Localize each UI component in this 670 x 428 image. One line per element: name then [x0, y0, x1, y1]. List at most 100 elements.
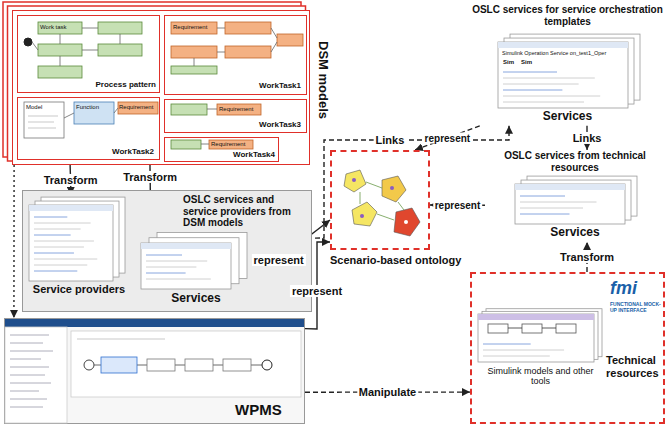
mini-box	[171, 104, 207, 115]
connector-arrow	[415, 126, 480, 150]
panel-caption: Services	[485, 226, 665, 240]
edge-label: Transform	[42, 174, 100, 186]
mini-line	[10, 399, 47, 400]
mini-circle	[390, 186, 394, 190]
worktask-panel: WorkTask2FunctionModelRequirement	[17, 97, 160, 160]
mini-box	[488, 324, 508, 333]
annotation: Requirement	[173, 24, 207, 31]
oslc-dsm-panel: OSLC services and service providers from…	[22, 190, 312, 312]
mini-circle	[360, 214, 364, 218]
panel-caption: Technical resources	[606, 354, 664, 379]
edge-label: Links	[571, 132, 604, 144]
panel-caption: Process pattern	[76, 80, 156, 89]
dsm-models-page: DSM modelsProcess patternWork taskWorkTa…	[12, 10, 310, 165]
mini-box	[5, 319, 304, 327]
mini-box	[98, 44, 142, 56]
mini-box	[171, 22, 217, 34]
mini-box	[38, 44, 82, 56]
panel-caption: Scenario-based ontology	[330, 254, 461, 267]
mini-line	[520, 208, 583, 209]
annotation: Requirement	[119, 104, 153, 111]
mini-line	[114, 108, 118, 113]
mini-line	[503, 84, 579, 85]
mini-line	[32, 42, 38, 50]
mini-line	[64, 113, 74, 118]
mini-box	[141, 243, 231, 249]
ontology-shape	[352, 202, 377, 226]
edge-label: Transform	[121, 171, 179, 183]
mini-line	[34, 217, 67, 218]
mini-line	[503, 102, 584, 103]
mini-line	[10, 375, 45, 376]
mini-line	[28, 122, 54, 123]
annotation: Requirement	[219, 106, 253, 113]
edge-label: Links	[374, 134, 407, 146]
mini-line	[10, 343, 43, 344]
stacked-page	[8, 6, 306, 161]
mini-box	[498, 42, 628, 48]
mini-circle	[24, 38, 32, 46]
mini-circle	[352, 178, 356, 182]
ontology-shape	[382, 176, 406, 202]
mini-line	[366, 182, 382, 188]
mini-circle	[262, 360, 272, 370]
mini-line	[146, 279, 211, 280]
mini-box	[147, 359, 175, 371]
mini-line	[120, 34, 121, 44]
mini-line	[217, 28, 225, 29]
mini-line	[34, 235, 71, 236]
mini-line	[10, 391, 39, 392]
mini-line	[520, 202, 597, 203]
mini-line	[34, 259, 97, 260]
panel-caption: Simulink models and other tools	[482, 366, 599, 387]
annotation: Requirement	[211, 141, 245, 148]
mini-line	[34, 271, 77, 272]
mini-line	[271, 28, 277, 38]
mini-box	[515, 184, 625, 190]
mini-box	[171, 46, 217, 58]
mini-line	[483, 350, 564, 351]
service-providers-stack: Service providers	[29, 195, 129, 309]
mini-line	[34, 253, 74, 254]
mini-line	[34, 247, 84, 248]
edge-label: represent	[423, 132, 473, 143]
mini-box	[225, 46, 271, 58]
mini-line	[10, 407, 43, 408]
mini-line	[137, 365, 147, 366]
worktask-panel: WorkTask3 Requirement	[164, 99, 307, 133]
mini-line	[60, 56, 61, 66]
annotation: FUNCTIONAL MOCK-UP INTERFACE	[610, 302, 664, 314]
mini-box	[478, 314, 594, 362]
mini-line	[82, 50, 98, 51]
mini-line	[503, 96, 600, 97]
mini-line	[217, 52, 225, 53]
panel-title: DSM models	[315, 41, 330, 119]
panel-caption: WorkTask4	[199, 150, 275, 159]
mini-circle	[404, 220, 408, 224]
mini-line	[10, 383, 51, 384]
mini-box	[118, 102, 158, 114]
mini-line	[175, 365, 185, 366]
mini-box	[141, 243, 231, 289]
ontology-box: Scenario-based ontology	[330, 150, 430, 250]
panel-caption: WorkTask3	[223, 120, 301, 129]
mini-line	[483, 356, 550, 357]
mini-line	[34, 265, 87, 266]
mini-line	[201, 144, 209, 145]
wpms-screenshot: WPMS	[4, 318, 305, 424]
mini-box	[515, 184, 625, 224]
mini-line	[503, 90, 562, 91]
mini-box	[498, 42, 628, 108]
mini-line	[34, 229, 81, 230]
mini-line	[10, 335, 49, 336]
annotation: Function	[76, 104, 99, 111]
oslc-services-panel: OSLC services for service orchestration …	[470, 4, 665, 126]
annotation: Sim	[503, 59, 514, 66]
mini-line	[77, 339, 165, 340]
mini-box	[277, 34, 303, 46]
mini-line	[10, 359, 41, 360]
ontology-shape	[394, 208, 420, 236]
connector-arrow	[13, 165, 15, 318]
worktask-panel: WorkTask4 Requirement	[164, 137, 279, 162]
